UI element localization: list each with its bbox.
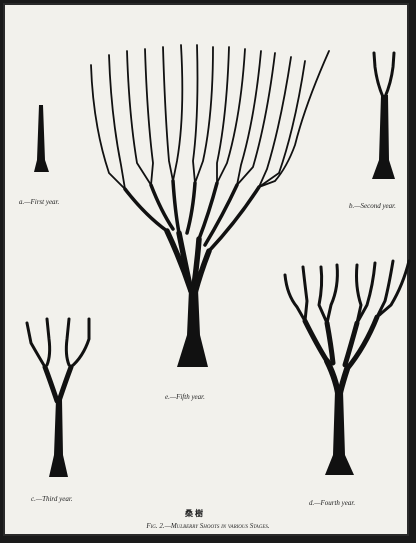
figure-title: Fig. 2.—Mulberry Shoots in various Stage… [5, 522, 411, 530]
caption-fifth-year: e.—Fifth year. [165, 393, 205, 401]
shoot-fourth-year [285, 261, 409, 475]
caption-third-year: c.—Third year. [31, 495, 73, 503]
chinese-characters-mark: 桑 樹 [185, 508, 203, 519]
shoot-fifth-year [91, 45, 329, 367]
caption-fourth-year: d.—Fourth year. [309, 499, 355, 507]
shoot-third-year [27, 319, 89, 477]
shoot-second-year [372, 53, 395, 179]
mulberry-shoots-illustration [5, 5, 411, 538]
illustration-plate: a.—First year. b.—Second year. e.—Fifth … [3, 3, 409, 536]
caption-second-year: b.—Second year. [349, 202, 396, 210]
caption-first-year: a.—First year. [19, 198, 59, 206]
shoot-first-year [34, 105, 49, 172]
